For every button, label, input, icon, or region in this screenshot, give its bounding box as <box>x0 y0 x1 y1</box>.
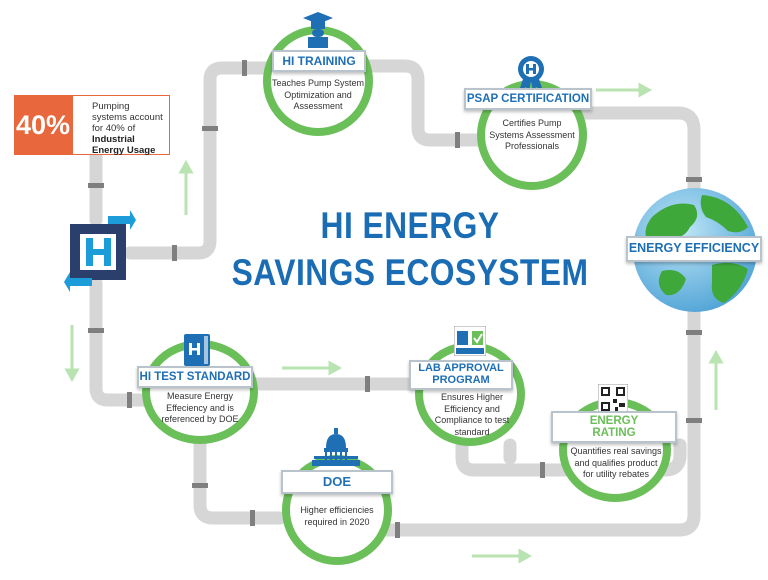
energy-efficiency-label: ENERGY EFFICIENCY <box>626 236 762 262</box>
hi-logo-icon <box>64 210 136 292</box>
book-icon <box>184 334 210 366</box>
lab-approval-label-line1: LAB APPROVAL <box>418 362 504 375</box>
hi-test-standard-description: Measure Energy Effeciency and is referen… <box>161 391 239 424</box>
doe-label: DOE <box>281 470 393 494</box>
hi-training-description: Teaches Pump System Optimization and Ass… <box>271 78 365 111</box>
approval-badge-icon <box>454 326 486 356</box>
qr-code-icon <box>598 384 628 414</box>
certification-badge-icon <box>518 56 544 91</box>
doe-description: Higher efficiencies required in 2020 <box>300 505 374 527</box>
diagram-title-line2: SAVINGS ECOSYSTEM <box>231 252 589 293</box>
lab-approval-label: LAB APPROVAL PROGRAM <box>409 360 513 390</box>
lab-approval-label-line2: PROGRAM <box>432 374 490 386</box>
diagram-title-line1: HI ENERGY <box>320 205 500 246</box>
hi-training-label: HI TRAINING <box>272 50 366 72</box>
stat-description: Pumping systems account for 40% of Indus… <box>72 95 170 156</box>
lab-approval-description: Ensures Higher Efficiency and Compliance… <box>434 392 510 437</box>
stat-value: 40% <box>14 95 72 155</box>
stat-text-bold: Industrial Energy Usage <box>92 134 156 156</box>
energy-rating-label: ENERGY RATING <box>551 411 677 443</box>
flow-arrow-icon <box>64 82 724 564</box>
hi-test-standard-label: HI TEST STANDARD <box>137 366 253 388</box>
capitol-dome-icon <box>312 428 360 466</box>
graduation-cap-icon <box>303 12 333 48</box>
psap-certification-label: PSAP CERTIFICATION <box>464 88 592 110</box>
psap-certification-description: Certifies Pump Systems Assessment Profes… <box>489 118 575 151</box>
energy-rating-label-line2: RATING <box>592 427 636 439</box>
energy-rating-label-line1: ENERGY <box>589 414 639 427</box>
pipe-couplings <box>88 60 702 538</box>
stat-text: Pumping systems account for 40% of <box>92 101 163 134</box>
energy-rating-description: Quantifies real savings and qualifies pr… <box>570 446 662 479</box>
